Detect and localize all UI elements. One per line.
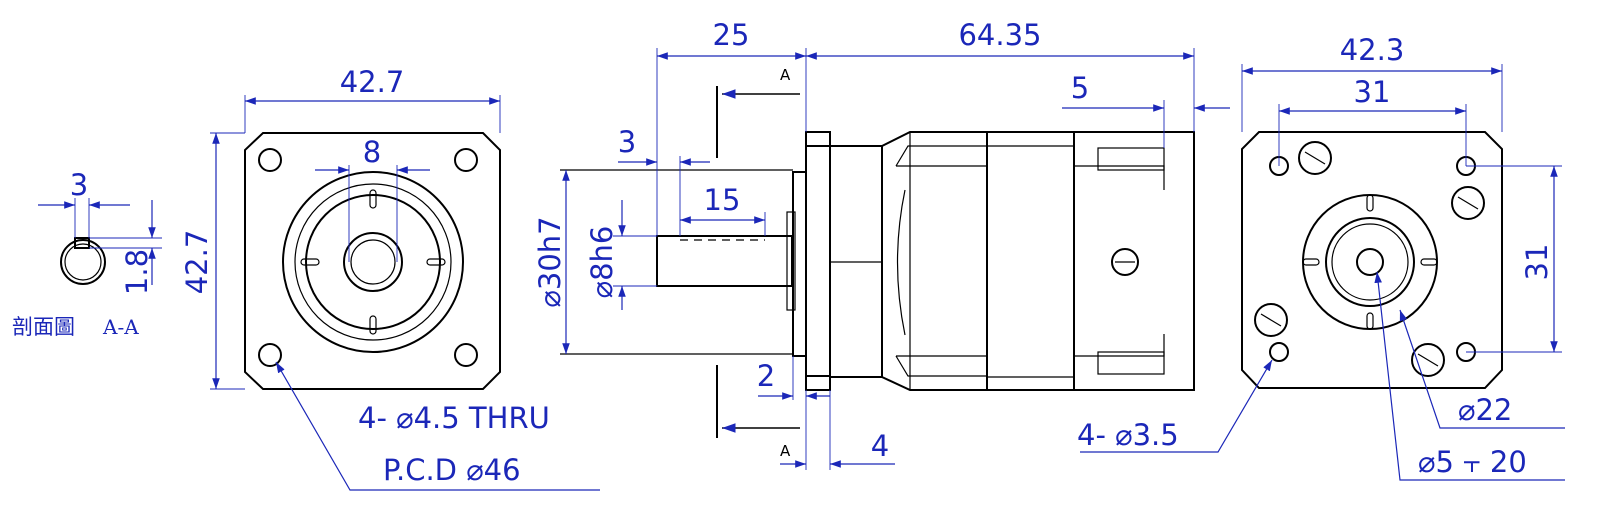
section-marker-top: A bbox=[780, 66, 791, 84]
side-tail-step-label: 5 bbox=[1071, 71, 1089, 105]
front-holes-label: 4- ⌀4.5 THRU bbox=[358, 401, 550, 435]
rear-bore-5 bbox=[1356, 248, 1384, 276]
shaft-section-inner bbox=[64, 243, 102, 281]
rear-hole-spacing-h-label: 31 bbox=[1354, 75, 1391, 109]
front-shaft-inner bbox=[350, 239, 396, 285]
rear-boss-outer bbox=[1302, 194, 1438, 330]
side-body-length-label: 64.35 bbox=[958, 18, 1041, 52]
side-view: A A 25 64.35 5 3 15 ⌀30h7 ⌀8h6 bbox=[533, 18, 1230, 470]
side-rear-body bbox=[1073, 131, 1195, 391]
section-key-depth-label: 1.8 bbox=[120, 249, 154, 295]
rear-width-label: 42.3 bbox=[1340, 33, 1405, 67]
front-shaft-outer bbox=[343, 232, 403, 292]
front-face bbox=[305, 194, 441, 330]
rear-bore-large-label: ⌀22 bbox=[1458, 393, 1512, 427]
front-view: 42.7 42.7 8 4- ⌀4.5 THRU P.C.D ⌀46 bbox=[180, 65, 600, 491]
front-bore-label: 8 bbox=[363, 135, 381, 169]
front-pilot-inner bbox=[294, 183, 452, 341]
side-pilot-diameter-label: ⌀30h7 bbox=[533, 216, 567, 307]
section-key-width-label: 3 bbox=[70, 168, 88, 202]
rear-bore-small-label: ⌀5 ⫟ 20 bbox=[1418, 445, 1527, 479]
front-height-label: 42.7 bbox=[180, 230, 214, 295]
side-screw bbox=[1111, 248, 1139, 276]
front-width-label: 42.7 bbox=[340, 65, 405, 99]
shaft-section-outer bbox=[60, 239, 106, 285]
side-flange-thickness-label: 4 bbox=[871, 429, 889, 463]
front-flange-outline bbox=[244, 132, 501, 390]
front-hole-tl bbox=[258, 148, 282, 172]
section-marker-bottom: A bbox=[780, 442, 791, 460]
front-pilot-outer bbox=[282, 171, 464, 353]
section-caption-cjk: 剖面圖 bbox=[12, 315, 75, 339]
side-shaft-length-label: 25 bbox=[713, 18, 750, 52]
rear-boss-22 bbox=[1325, 217, 1415, 307]
side-shaft bbox=[656, 235, 793, 287]
rear-holes-label: 4- ⌀3.5 bbox=[1077, 418, 1179, 452]
rear-view: 42.3 31 31 4- ⌀3.5 ⌀22 ⌀5 ⫟ 20 bbox=[1077, 33, 1565, 481]
rear-hole-spacing-v-label: 31 bbox=[1520, 244, 1554, 281]
rear-outline bbox=[1241, 131, 1503, 389]
front-hole-tr bbox=[454, 148, 478, 172]
side-pilot-depth-label: 2 bbox=[757, 359, 775, 393]
front-hole-bl bbox=[258, 343, 282, 367]
side-key-length-label: 15 bbox=[704, 183, 741, 217]
section-caption-latin: A-A bbox=[102, 315, 139, 339]
front-pcd-label: P.C.D ⌀46 bbox=[383, 453, 521, 487]
front-hole-br bbox=[454, 343, 478, 367]
key-slot bbox=[74, 237, 90, 249]
side-key-offset-label: 3 bbox=[618, 125, 636, 159]
section-view: 3 1.8 剖面圖 A-A bbox=[12, 168, 162, 339]
side-shaft-diameter-label: ⌀8h6 bbox=[585, 226, 619, 299]
